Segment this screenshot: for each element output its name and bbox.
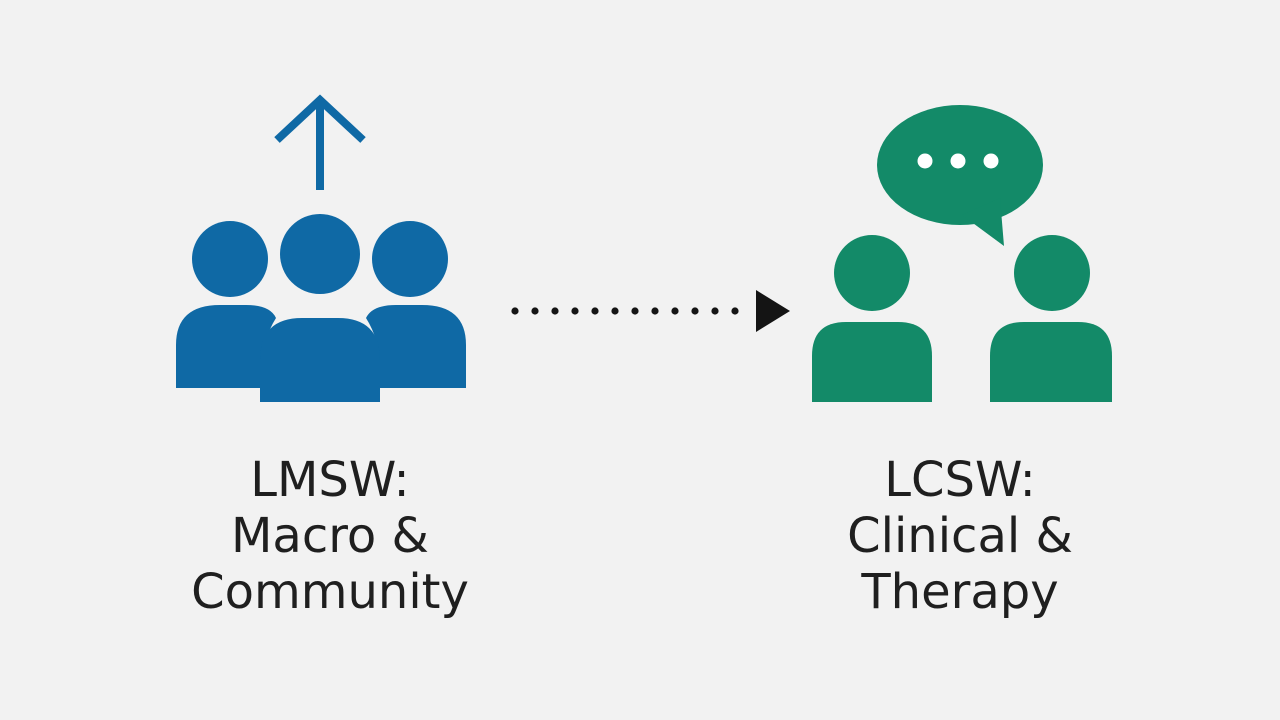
- person-center-icon: [260, 214, 380, 402]
- up-arrow-icon: [274, 94, 366, 190]
- person-right-icon: [366, 221, 466, 388]
- person-therapist-icon: [990, 235, 1112, 402]
- lcsw-desc-line2: Therapy: [861, 564, 1059, 620]
- lmsw-desc-line2: Community: [191, 564, 469, 620]
- arrowhead: [756, 290, 790, 332]
- lmsw-title: LMSW:: [250, 452, 410, 508]
- dotted-arrow-icon: [511, 290, 790, 332]
- lcsw-label: LCSW: Clinical & Therapy: [770, 452, 1150, 620]
- lcsw-title: LCSW:: [884, 452, 1036, 508]
- two-people-with-speech-bubble-icon: [812, 105, 1112, 402]
- group-people-with-up-arrow-icon: [176, 94, 466, 402]
- lcsw-desc-line1: Clinical &: [847, 508, 1073, 564]
- speech-bubble-icon: [877, 105, 1043, 246]
- lmsw-desc-line1: Macro &: [231, 508, 429, 564]
- person-left-icon: [176, 221, 276, 388]
- lmsw-label: LMSW: Macro & Community: [140, 452, 520, 620]
- person-client-icon: [812, 235, 932, 402]
